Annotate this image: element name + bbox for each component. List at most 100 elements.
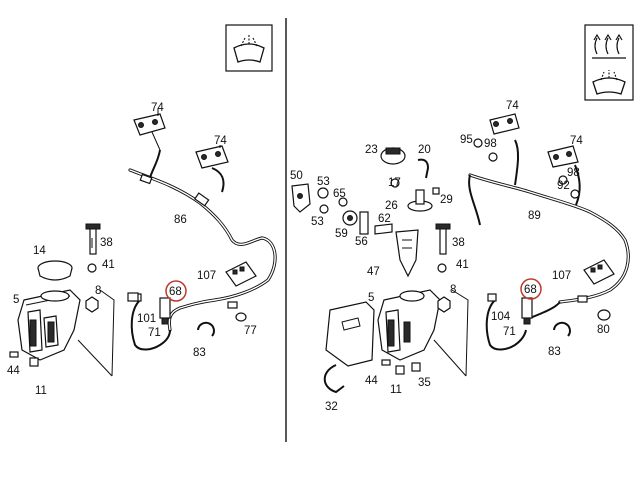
label-47: 47 bbox=[367, 266, 380, 278]
seal-17 bbox=[390, 178, 400, 188]
reservoir-cap-14 bbox=[37, 260, 73, 281]
label-83-right: 83 bbox=[548, 346, 561, 358]
left-panel: 74 74 86 38 14 41 5 8 68 71 101 107 77 8… bbox=[7, 24, 277, 397]
label-11-right: 11 bbox=[390, 384, 402, 396]
label-71-right: 71 bbox=[503, 326, 516, 338]
washer-nozzle-74a-right bbox=[489, 113, 520, 135]
valve-98b bbox=[558, 175, 568, 185]
grommet-77 bbox=[235, 312, 247, 322]
nut-8-right bbox=[437, 296, 451, 313]
washer-hose-right bbox=[468, 139, 630, 351]
label-74a-right: 74 bbox=[506, 100, 519, 112]
label-92: 92 bbox=[557, 180, 570, 192]
grommet-92 bbox=[570, 189, 580, 199]
connector-107 bbox=[225, 261, 257, 287]
highlight-circle-68-left bbox=[165, 280, 187, 302]
washer-pump-68 bbox=[159, 297, 171, 325]
level-sensor-38 bbox=[85, 223, 101, 255]
label-32: 32 bbox=[325, 401, 338, 413]
auxiliary-tank-32 bbox=[323, 301, 375, 394]
label-74a: 74 bbox=[151, 102, 164, 114]
washer-nozzle-74a bbox=[133, 113, 166, 151]
plug-44-right bbox=[381, 359, 391, 366]
label-80: 80 bbox=[597, 324, 610, 336]
label-59: 59 bbox=[335, 228, 348, 240]
label-38: 38 bbox=[100, 237, 113, 249]
grommet-80 bbox=[597, 309, 611, 321]
label-77: 77 bbox=[244, 325, 257, 337]
pump-11-right bbox=[395, 365, 405, 375]
windshield-wiper-spray-icon bbox=[225, 24, 273, 72]
bracket-50 bbox=[291, 183, 311, 213]
bolt-56 bbox=[374, 223, 393, 235]
filter-35 bbox=[411, 362, 421, 372]
label-11: 11 bbox=[35, 385, 47, 397]
label-56: 56 bbox=[355, 236, 368, 248]
label-74b-right: 74 bbox=[570, 135, 583, 147]
grommet-41-right bbox=[437, 263, 447, 273]
clamp-83 bbox=[197, 321, 215, 337]
label-74b: 74 bbox=[214, 135, 227, 147]
label-5: 5 bbox=[13, 294, 19, 306]
label-44-right: 44 bbox=[365, 375, 378, 387]
label-17: 17 bbox=[388, 177, 401, 189]
pump-motor-23 bbox=[380, 147, 406, 165]
nut-8 bbox=[85, 296, 99, 313]
label-89: 89 bbox=[528, 210, 541, 222]
bracket-62 bbox=[359, 211, 369, 235]
right-panel: 74 95 98 74 98 92 89 23 20 17 26 29 50 5… bbox=[290, 24, 634, 413]
valve-98a bbox=[488, 152, 498, 162]
label-98a: 98 bbox=[484, 138, 497, 150]
label-107-right: 107 bbox=[552, 270, 571, 282]
label-53b: 53 bbox=[311, 216, 324, 228]
label-8-right: 8 bbox=[450, 284, 456, 296]
clip-29 bbox=[432, 187, 440, 195]
label-35: 35 bbox=[418, 377, 431, 389]
label-50: 50 bbox=[290, 170, 303, 182]
washer-reservoir-5 bbox=[17, 289, 81, 361]
label-8: 8 bbox=[95, 285, 101, 297]
label-86: 86 bbox=[174, 214, 187, 226]
label-53a: 53 bbox=[317, 176, 330, 188]
grommet-95 bbox=[473, 138, 483, 148]
washer-reservoir-5-right bbox=[377, 289, 441, 361]
washer-nozzle-74b bbox=[195, 145, 229, 169]
label-41: 41 bbox=[102, 259, 115, 271]
label-29: 29 bbox=[440, 194, 453, 206]
label-68: 68 bbox=[169, 286, 182, 298]
washer-nozzle-74b-right bbox=[547, 145, 579, 168]
label-68-right: 68 bbox=[524, 284, 537, 296]
harness-47 bbox=[395, 229, 419, 278]
label-26: 26 bbox=[385, 200, 398, 212]
washer-pump-68-right bbox=[521, 297, 533, 325]
connector-107-right bbox=[583, 259, 615, 285]
grommet-41 bbox=[87, 263, 97, 273]
label-104: 104 bbox=[491, 311, 511, 323]
rear-window-heater-wiper-icon bbox=[584, 24, 634, 101]
washer-53a bbox=[317, 187, 329, 199]
label-71: 71 bbox=[148, 327, 161, 339]
grommet-65 bbox=[338, 197, 348, 207]
highlight-circle-68-right bbox=[520, 278, 542, 300]
label-95: 95 bbox=[460, 134, 473, 146]
label-14: 14 bbox=[33, 245, 46, 257]
label-38-right: 38 bbox=[452, 237, 465, 249]
label-41-right: 41 bbox=[456, 259, 469, 271]
label-83: 83 bbox=[193, 347, 206, 359]
label-20: 20 bbox=[418, 144, 431, 156]
fitting-26 bbox=[407, 189, 433, 212]
washer-53b bbox=[319, 204, 329, 214]
plug-44 bbox=[9, 351, 19, 358]
label-107: 107 bbox=[197, 270, 216, 282]
pipe-20 bbox=[417, 158, 430, 179]
clip-101 bbox=[127, 292, 139, 302]
label-101: 101 bbox=[137, 313, 156, 325]
label-65: 65 bbox=[333, 188, 346, 200]
label-5-right: 5 bbox=[368, 292, 374, 304]
clamp-83-right bbox=[553, 321, 571, 337]
label-62: 62 bbox=[378, 213, 391, 225]
pump-11 bbox=[29, 357, 39, 367]
label-23: 23 bbox=[365, 144, 378, 156]
